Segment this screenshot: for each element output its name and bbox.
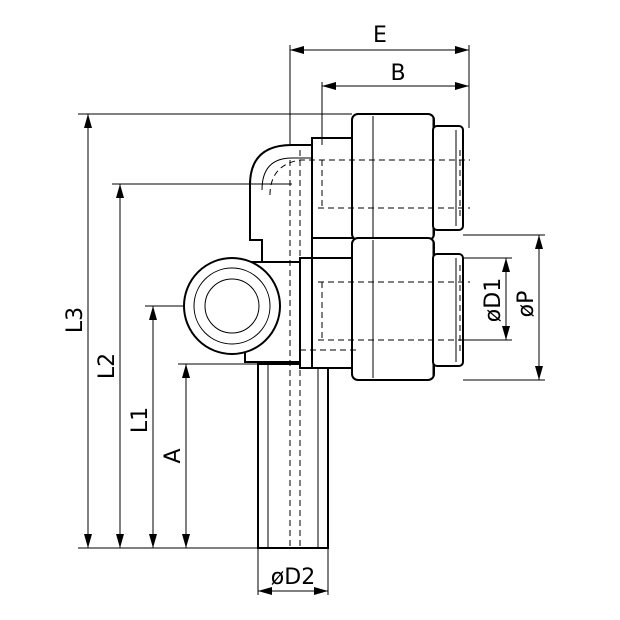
elbow-body xyxy=(249,144,313,263)
dimension-e: E xyxy=(290,23,469,54)
upper-housing xyxy=(311,137,358,239)
dimension-b-label: B xyxy=(390,61,405,86)
dimension-d2-label: øD2 xyxy=(271,565,315,590)
hidden-lines xyxy=(269,150,470,548)
fitting-body xyxy=(183,113,464,549)
dimension-l1-label: L1 xyxy=(128,407,153,433)
dimension-l3-label: L3 xyxy=(63,307,88,333)
dimension-d1: øD1 xyxy=(481,258,510,340)
stem-tube xyxy=(257,363,329,549)
dimension-p-label: øP xyxy=(514,291,539,318)
dimension-l3: L3 xyxy=(63,114,92,548)
dimension-l2: L2 xyxy=(95,184,124,548)
dimension-e-label: E xyxy=(373,23,387,48)
lower-release-button xyxy=(432,253,464,367)
side-port-outer xyxy=(183,257,281,355)
extension-lines xyxy=(78,45,545,595)
dimension-d2: øD2 xyxy=(258,565,328,595)
dimension-a-label: A xyxy=(161,448,186,463)
dimension-p: øP xyxy=(514,235,543,380)
upper-release-button xyxy=(432,125,464,231)
dimension-b: B xyxy=(322,61,469,90)
dimension-d1-label: øD1 xyxy=(481,278,506,322)
dimension-l2-label: L2 xyxy=(95,353,120,379)
side-port-middle xyxy=(193,267,271,345)
side-port-inner xyxy=(204,278,260,334)
dimension-l1: L1 xyxy=(128,306,157,548)
lower-collet-ring xyxy=(351,237,435,381)
dimension-a: A xyxy=(161,364,190,548)
lower-housing xyxy=(311,257,358,369)
upper-collet-ring xyxy=(351,113,435,241)
